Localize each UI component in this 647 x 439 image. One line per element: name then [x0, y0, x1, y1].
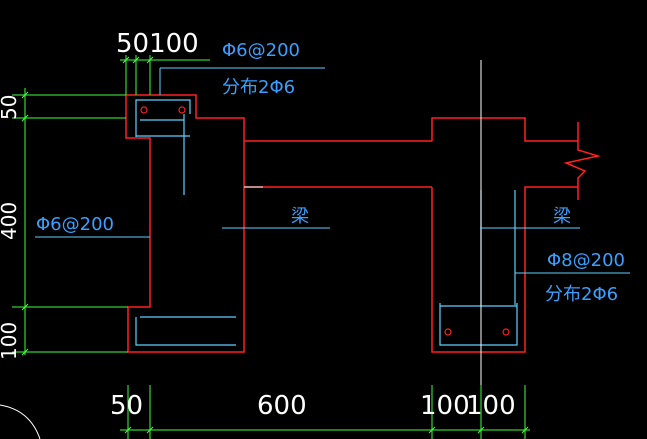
right-distribution-note: 分布2Φ6 [545, 284, 618, 305]
annotation-leaders [35, 67, 630, 274]
side-dim-top: 50 [0, 95, 21, 120]
bar-points [140, 106, 510, 336]
dimension-lines [12, 55, 530, 439]
section-outline [125, 94, 601, 353]
bottom-dim-3: 100 [420, 391, 470, 421]
side-dim-bottom: 100 [0, 322, 21, 360]
leader-lines [244, 60, 482, 439]
top-stirrup-note: Φ6@200 [222, 40, 300, 61]
top-dim-label: 50100 [116, 29, 199, 59]
bottom-dim-2: 600 [257, 391, 307, 421]
top-distribution-note: 分布2Φ6 [222, 77, 295, 98]
bottom-dim-4: 100 [466, 391, 516, 421]
beam-label-right: 梁 [553, 206, 571, 227]
side-dim-middle: 400 [0, 202, 21, 240]
bottom-dim-1: 50 [110, 391, 143, 421]
arc-fragment [0, 404, 41, 439]
right-stirrup-note: Φ8@200 [547, 250, 625, 271]
left-stirrup-note: Φ6@200 [36, 214, 114, 235]
beam-label-left: 梁 [291, 206, 309, 227]
rebar-lines [135, 99, 518, 346]
